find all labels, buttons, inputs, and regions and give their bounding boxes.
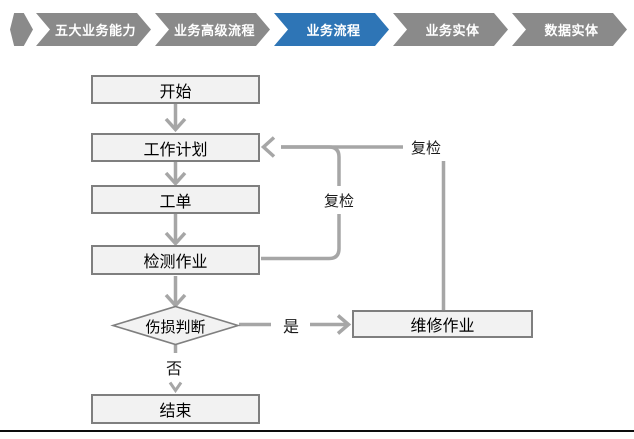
nav-step-label: 业务流程 (306, 23, 361, 38)
edge-label-text: 是 (282, 319, 299, 336)
edge-label-text: 复检 (410, 139, 441, 157)
arrowhead-down-icon (164, 117, 187, 133)
flow-node-label: 开始 (159, 83, 192, 101)
edge-recheck-repair-to-plan (281, 145, 446, 310)
arrowhead-down-small-icon (168, 381, 183, 394)
flow-node-label: 工作计划 (143, 141, 208, 159)
edge-label-yes: 是 (277, 314, 305, 336)
edge-label-recheck-inner: 复检 (320, 186, 358, 214)
flow-node-end: 结束 (91, 394, 260, 424)
flow-node-label: 维修作业 (410, 318, 475, 335)
nav-step-label: 业务高级流程 (173, 23, 255, 38)
flow-node-label: 结束 (159, 403, 192, 420)
decision-diamond-shape (110, 305, 241, 346)
nav-step-high-level-process[interactable]: 业务高级流程 (155, 13, 270, 46)
chevron-start-icon (10, 13, 33, 46)
arrowhead-left-icon (260, 136, 276, 158)
edge-label-recheck-outer: 复检 (403, 133, 449, 161)
arrowhead-down-icon (164, 293, 187, 309)
edge-label-text: 否 (165, 360, 182, 378)
edge-label-no: 否 (160, 354, 188, 379)
nav-step-data-entity[interactable]: 数据实体 (512, 13, 627, 46)
arrowhead-down-icon (164, 171, 187, 187)
nav-step-label: 数据实体 (544, 23, 599, 38)
arrowhead-right-icon (336, 314, 352, 335)
flow-node-start: 开始 (91, 75, 260, 104)
flow-node-work-order: 工单 (91, 185, 260, 214)
nav-step-label: 五大业务能力 (54, 23, 136, 38)
nav-step-label: 业务实体 (425, 23, 480, 38)
bottom-divider (0, 430, 634, 432)
edge-label-text: 复检 (323, 192, 354, 210)
arrowhead-down-icon (164, 231, 187, 247)
flow-node-work-plan: 工作计划 (91, 133, 260, 162)
flow-node-repair: 维修作业 (352, 310, 533, 338)
nav-step-business-entity[interactable]: 业务实体 (393, 13, 508, 46)
process-nav: 五大业务能力 业务高级流程 业务流程 业务实体 数据实体 (10, 13, 627, 46)
flow-node-damage-decision: 伤损判断 (113, 307, 238, 345)
flow-node-label: 工单 (159, 193, 192, 211)
flow-node-label: 伤损判断 (145, 318, 206, 336)
nav-step-five-capabilities[interactable]: 五大业务能力 (36, 13, 151, 46)
flow-node-label: 检测作业 (143, 254, 208, 271)
flow-node-inspection: 检测作业 (91, 245, 260, 275)
nav-step-business-process-active[interactable]: 业务流程 (274, 13, 389, 46)
